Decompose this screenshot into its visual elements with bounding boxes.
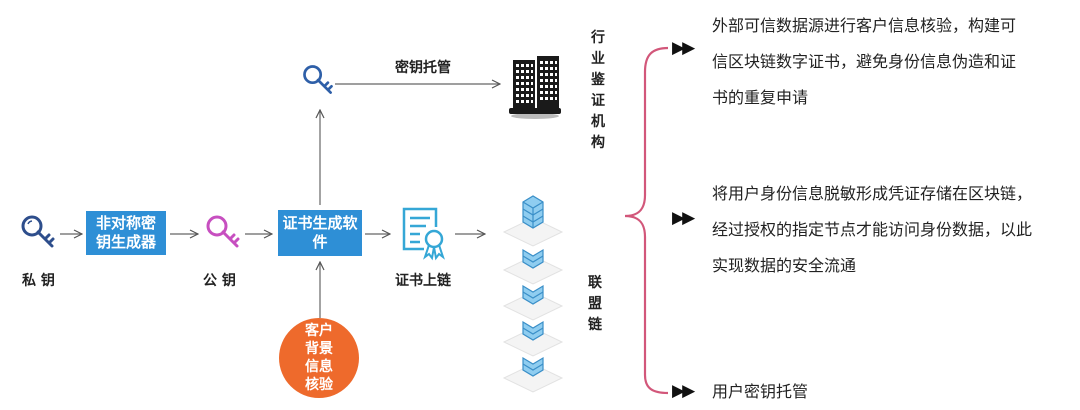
- description-line: 书的重复申请: [712, 88, 809, 107]
- industry-org-node: [505, 52, 565, 122]
- cert-onchain-label: 证书上链: [395, 273, 451, 289]
- escrow-key-node: [300, 62, 336, 98]
- description-line: 实现数据的安全流通: [712, 256, 857, 275]
- cert-onchain-node: [398, 205, 450, 261]
- customer-check-label: 客户背景信息核验: [305, 323, 333, 393]
- industry-org-label: 行业鉴证机构: [591, 30, 605, 151]
- private-key-node: [18, 212, 58, 252]
- description-3: 用户密钥托管: [712, 374, 808, 410]
- key-icon: [206, 215, 240, 248]
- description-2: 将用户身份信息脱敏形成凭证存储在区块链， 经过授权的指定节点才能访问身份数据，以…: [712, 176, 1032, 284]
- customer-check-circle: 客户背景信息核验: [279, 318, 359, 398]
- description-line: 经过授权的指定节点才能访问身份数据，以此: [712, 220, 1033, 239]
- bullet-marker-1: ▶▶: [672, 38, 695, 58]
- asym-key-generator-box: 非对称密钥生成器: [86, 211, 166, 255]
- bracket: [624, 46, 669, 395]
- public-key-label: 公 钥: [203, 273, 236, 289]
- blockchain-stack-icon: [502, 195, 564, 393]
- description-line: 用户密钥托管: [712, 382, 809, 401]
- private-key-label: 私 钥: [22, 273, 55, 289]
- key-icon: [21, 215, 55, 248]
- certificate-icon: [402, 207, 445, 261]
- consortium-chain-node: [498, 192, 568, 402]
- bullet-marker-3: ▶▶: [672, 381, 695, 401]
- description-line: 外部可信数据源进行客户信息核验，构建可: [712, 16, 1017, 35]
- bullet-marker-2: ▶▶: [672, 208, 695, 228]
- chain-layer: [502, 217, 564, 393]
- key-icon: [303, 65, 333, 94]
- public-key-node: [203, 212, 243, 252]
- description-line: 将用户身份信息脱敏形成凭证存储在区块链，: [712, 184, 1033, 203]
- description-line: 信区块链数字证书，避免身份信息伪造和证: [712, 52, 1017, 71]
- consortium-chain-label: 联盟链: [588, 275, 602, 333]
- escrow-label: 密钥托管: [395, 60, 451, 76]
- description-1: 外部可信数据源进行客户信息核验，构建可 信区块链数字证书，避免身份信息伪造和证 …: [712, 8, 1016, 116]
- building-icon: [509, 56, 561, 119]
- cert-software-box: 证书生成软件: [278, 210, 362, 256]
